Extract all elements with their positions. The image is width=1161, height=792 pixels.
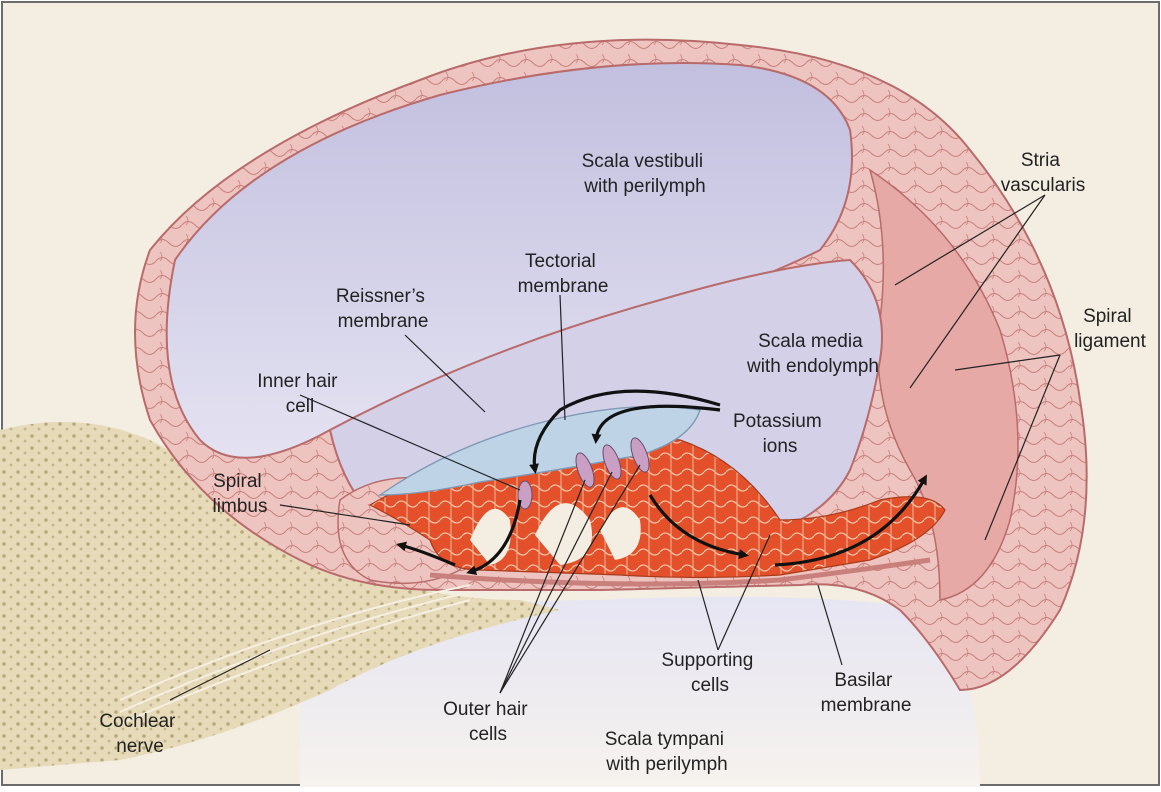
diagram-canvas: Scala vestibuli with perilymph Stria vas… [0, 0, 1161, 787]
cochlea-cross-section-diagram: Scala vestibuli with perilymph Stria vas… [0, 0, 1161, 787]
